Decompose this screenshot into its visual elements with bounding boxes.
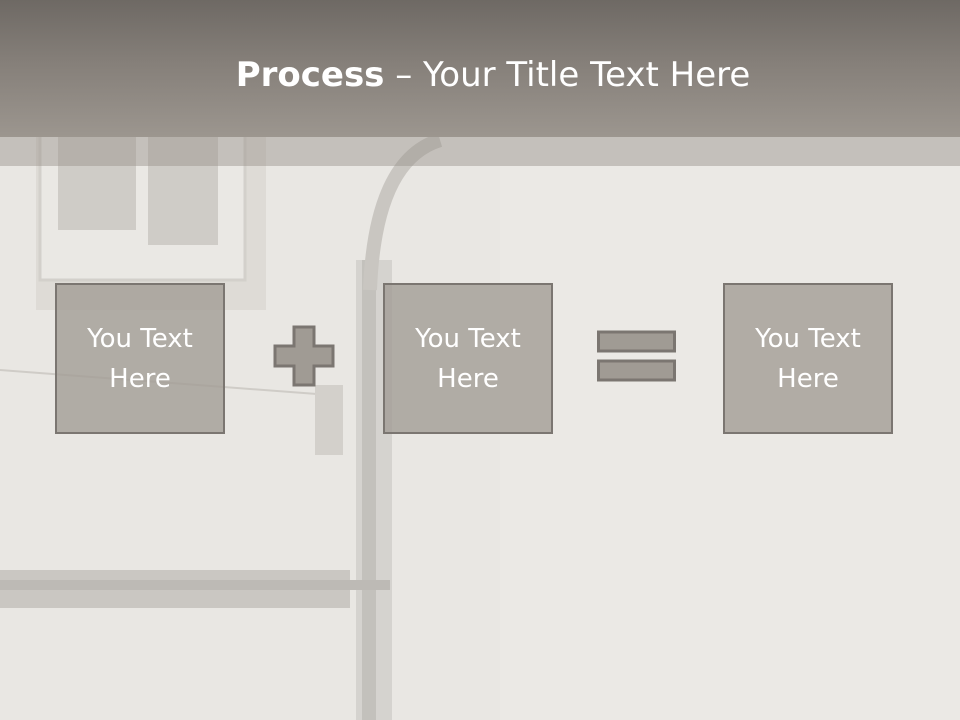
plus-icon <box>273 325 335 387</box>
equals-icon <box>597 330 676 382</box>
process-box-3[interactable]: You Text Here <box>723 283 893 434</box>
slide-title: Process – Your Title Text Here <box>0 52 960 98</box>
title-strip <box>0 137 960 166</box>
process-box-2[interactable]: You Text Here <box>383 283 553 434</box>
process-box-3-text: You Text Here <box>755 323 861 394</box>
title-rest: – Your Title Text Here <box>384 55 751 95</box>
title-bold: Process <box>235 55 385 95</box>
process-box-1-text: You Text Here <box>87 323 193 394</box>
title-bar <box>0 0 960 137</box>
process-box-1[interactable]: You Text Here <box>55 283 225 434</box>
process-box-2-text: You Text Here <box>415 323 521 394</box>
